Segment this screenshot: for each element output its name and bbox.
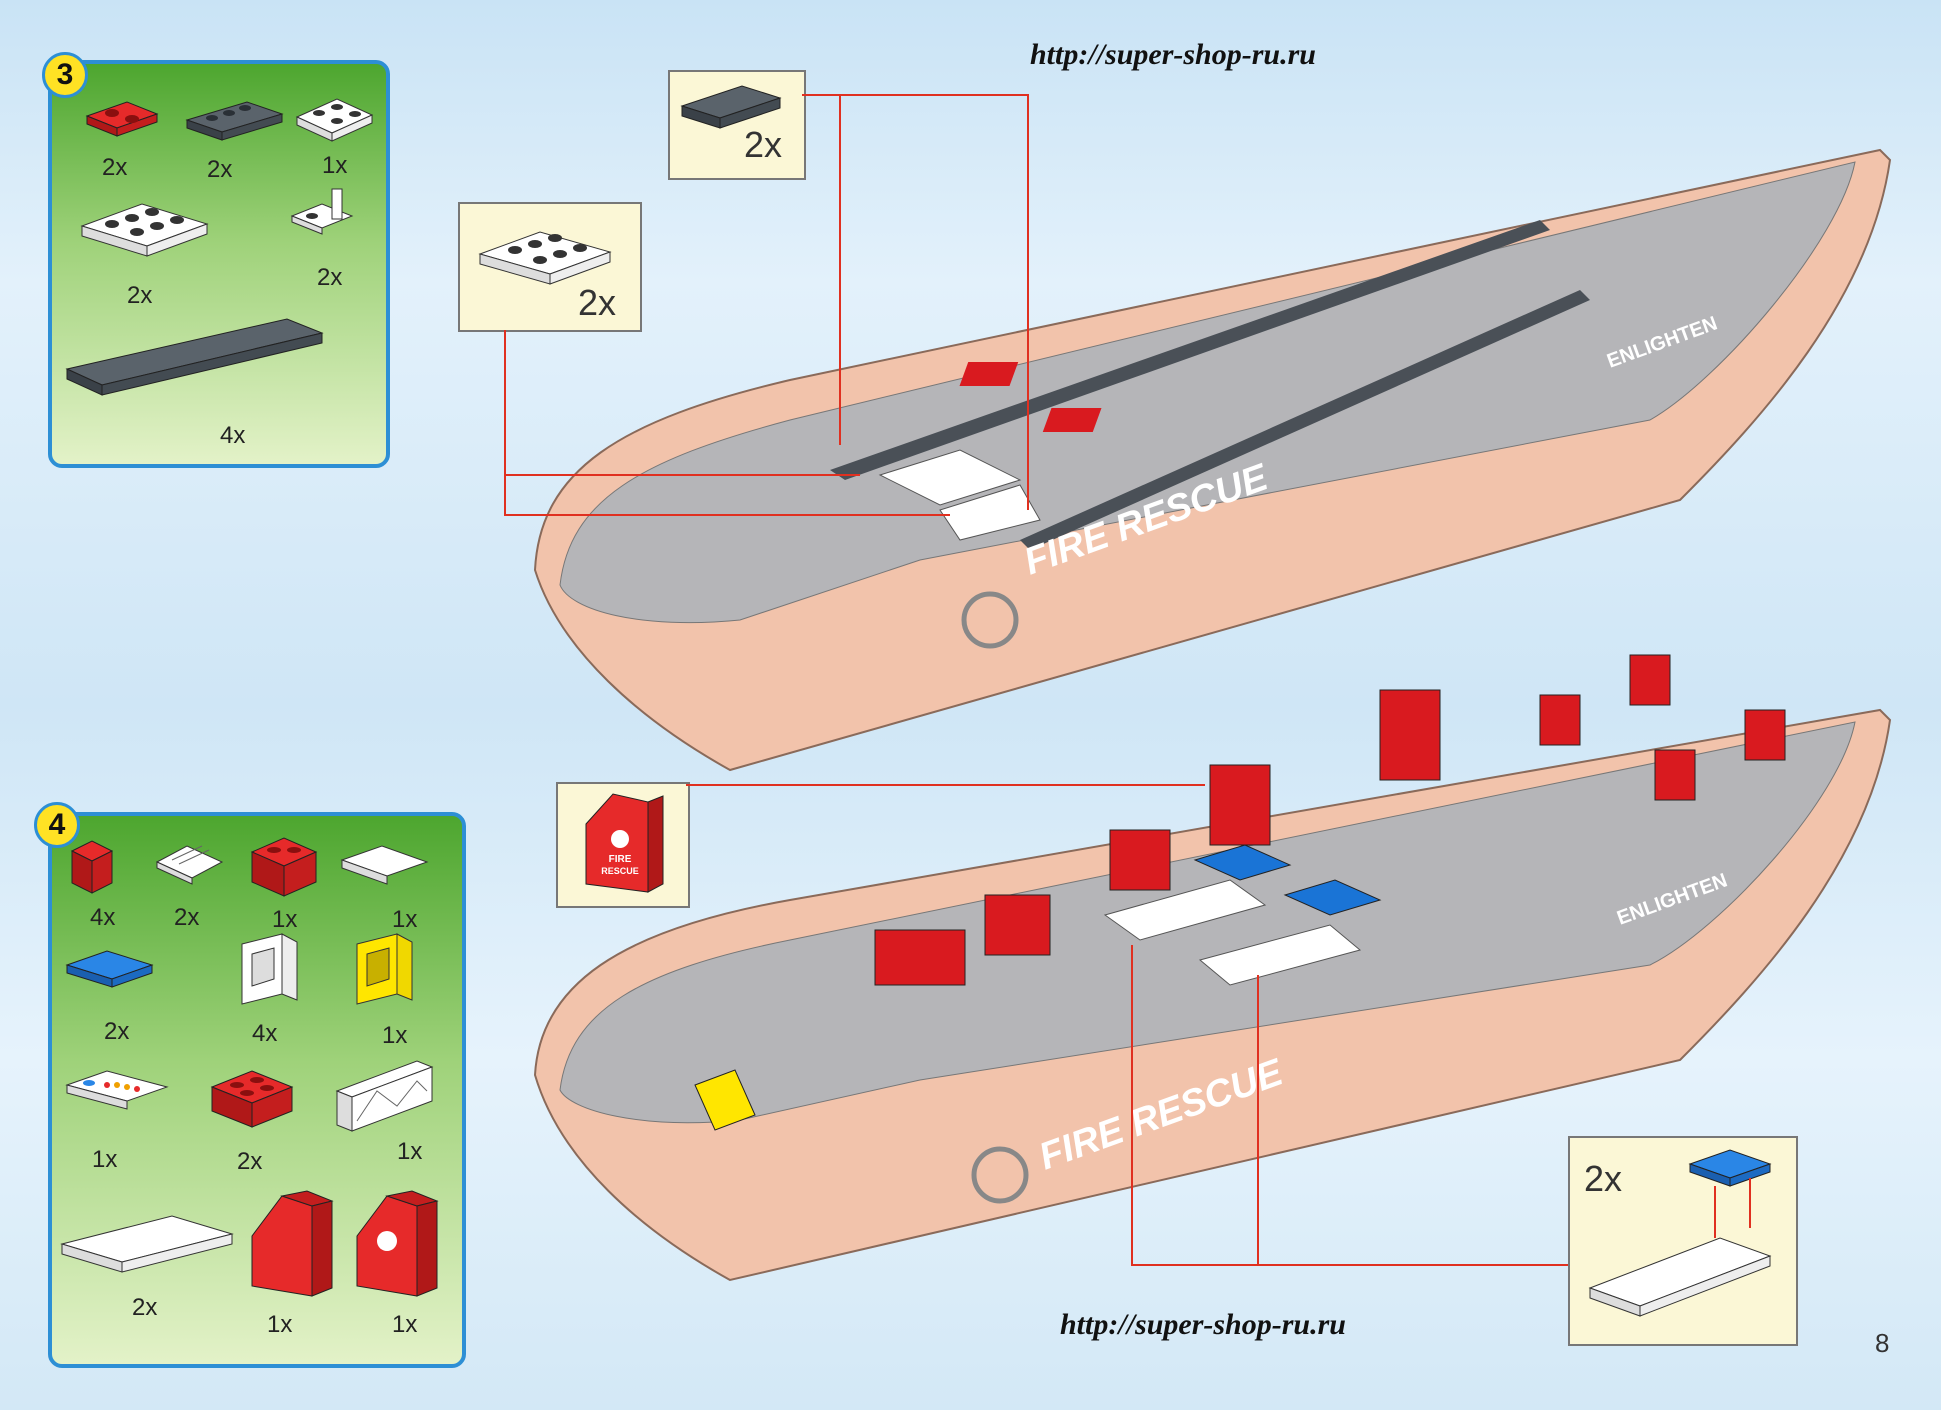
red-brick-2x2-low-icon bbox=[210, 1070, 294, 1128]
slope-print-fire: FIRE bbox=[609, 854, 632, 865]
arrow-grey-plate-b bbox=[802, 94, 1029, 510]
slope-print-rescue: RESCUE bbox=[601, 866, 639, 876]
red-slope-fire-rescue-icon bbox=[356, 1190, 439, 1297]
blue-tile-icon bbox=[65, 950, 154, 988]
boat-deck-bottom bbox=[559, 721, 1856, 1124]
callout-white-plate: 2x bbox=[458, 202, 642, 332]
blue-tile-deck-a bbox=[1193, 844, 1292, 881]
callout-fire-rescue-slope: FIRE RESCUE bbox=[556, 782, 690, 908]
red-slope-deck bbox=[1209, 764, 1271, 846]
footer-url[interactable]: http://super-shop-ru.ru bbox=[1060, 1308, 1346, 1341]
grey-plate-top-left bbox=[830, 220, 1550, 480]
yellow-window-frame-icon bbox=[356, 933, 413, 1005]
white-fence-icon bbox=[335, 1060, 434, 1132]
blue-tile-deck-b bbox=[1283, 879, 1382, 916]
step-4-parts-panel: 4 4x 2x 1x 1x 2x 4x 1x 1x 2x 1x 2x 1x 1x bbox=[34, 802, 466, 1368]
control-panel-tile-icon bbox=[65, 1070, 169, 1110]
long-dark-grey-plate-icon bbox=[65, 318, 324, 396]
red-brick-deck-f bbox=[1109, 829, 1171, 891]
arrow-blue-tile-a bbox=[1131, 945, 1568, 1266]
white-plate-2x6-icon bbox=[60, 1215, 234, 1273]
step4-qty-grille-tile: 2x bbox=[174, 904, 200, 931]
step4-qty-red-slope: 1x bbox=[267, 1311, 293, 1338]
step4-qty-fence: 1x bbox=[397, 1138, 423, 1165]
header-url[interactable]: http://super-shop-ru.ru bbox=[1030, 38, 1316, 71]
red-plate-icon bbox=[85, 101, 159, 137]
assembly-arrows bbox=[504, 94, 1568, 1266]
yellow-window-deck bbox=[694, 1069, 756, 1131]
red-slope-brick-icon bbox=[251, 1190, 334, 1297]
white-plate-top-b bbox=[939, 484, 1041, 541]
red-brick-deck-d bbox=[1744, 709, 1786, 761]
red-brick-deck-a bbox=[1379, 689, 1441, 781]
boat-step-4: FIRE RESCUE ENLIGHTEN bbox=[533, 654, 1892, 1282]
flame-logo-bottom bbox=[971, 1146, 1029, 1204]
step3-qty-red-plate: 2x bbox=[102, 154, 128, 181]
callout-blue-tile: 2x bbox=[1568, 1136, 1798, 1346]
white-bar-holder-icon bbox=[290, 188, 354, 235]
white-grille-tile-icon bbox=[155, 845, 224, 885]
boat-step-3: FIRE RESCUE ENLIGHTEN bbox=[533, 148, 1892, 772]
step3-qty-long-plate: 4x bbox=[220, 422, 246, 449]
boat-deck-top bbox=[559, 161, 1856, 624]
step-3-number-badge: 3 bbox=[42, 52, 88, 98]
step4-qty-blue-tile: 2x bbox=[104, 1018, 130, 1045]
step4-qty-white-2x6: 2x bbox=[132, 1294, 158, 1321]
step4-qty-control-panel: 1x bbox=[92, 1146, 118, 1173]
step4-qty-fire-slope: 1x bbox=[392, 1311, 418, 1338]
step4-qty-red-2x2: 1x bbox=[272, 906, 298, 933]
red-plate-top-a bbox=[959, 362, 1019, 386]
step-4-number-badge: 4 bbox=[34, 802, 80, 848]
white-plate-deck-a bbox=[1103, 879, 1267, 941]
white-tile-grid-icon bbox=[340, 845, 429, 885]
white-window-frame-icon bbox=[241, 933, 298, 1005]
flame-logo-top bbox=[961, 591, 1019, 649]
step3-qty-white-plate: 1x bbox=[322, 152, 348, 179]
step-3-parts-illustration bbox=[65, 98, 374, 396]
white-plate-2x3-icon bbox=[295, 98, 374, 142]
red-brick-deck-e bbox=[1654, 749, 1696, 801]
red-brick-2x2-icon bbox=[250, 837, 318, 897]
arrow-white-plate-b bbox=[504, 475, 950, 516]
blue-tile-callout-icon bbox=[1588, 1149, 1772, 1317]
step-3-parts-panel: 3 2x 2x 1x 2x 2x 4x bbox=[42, 52, 390, 468]
dark-grey-plate-icon bbox=[185, 101, 284, 141]
step3-qty-grey-plate: 2x bbox=[207, 156, 233, 183]
step4-qty-red-2x2-low: 2x bbox=[237, 1148, 263, 1175]
step3-qty-bar-holder: 2x bbox=[317, 264, 343, 291]
red-brick-deck-c bbox=[1539, 694, 1581, 746]
red-brick-deck-h bbox=[874, 929, 966, 986]
step3-qty-white-2x4: 2x bbox=[127, 282, 153, 309]
step4-qty-red-1x1: 4x bbox=[90, 904, 116, 931]
white-plate-top-a bbox=[878, 449, 1022, 506]
red-brick-1x1-icon bbox=[70, 840, 114, 894]
callout-grey-plate: 2x bbox=[668, 70, 806, 180]
grey-plate-top-right bbox=[1020, 290, 1590, 550]
step4-qty-white-frame: 4x bbox=[252, 1020, 278, 1047]
dark-grey-plate-callout-icon bbox=[680, 85, 782, 129]
step4-qty-yellow-frame: 1x bbox=[382, 1022, 408, 1049]
red-brick-deck-g bbox=[984, 894, 1051, 956]
step-4-parts-illustration bbox=[60, 837, 439, 1297]
fire-rescue-slope-callout-icon: FIRE RESCUE bbox=[585, 793, 664, 893]
page-number: 8 bbox=[1875, 1328, 1890, 1358]
white-plate-deck-b bbox=[1198, 924, 1362, 986]
white-plate-callout-icon bbox=[478, 231, 612, 285]
callout-grey-plate-qty: 2x bbox=[744, 124, 783, 165]
callout-blue-tile-qty: 2x bbox=[1584, 1158, 1623, 1199]
red-plate-top-b bbox=[1042, 408, 1102, 432]
step4-qty-grid-tile: 1x bbox=[392, 906, 418, 933]
callout-white-plate-qty: 2x bbox=[578, 282, 617, 323]
red-brick-deck-b bbox=[1629, 654, 1671, 706]
white-plate-2x4-icon bbox=[80, 203, 209, 257]
